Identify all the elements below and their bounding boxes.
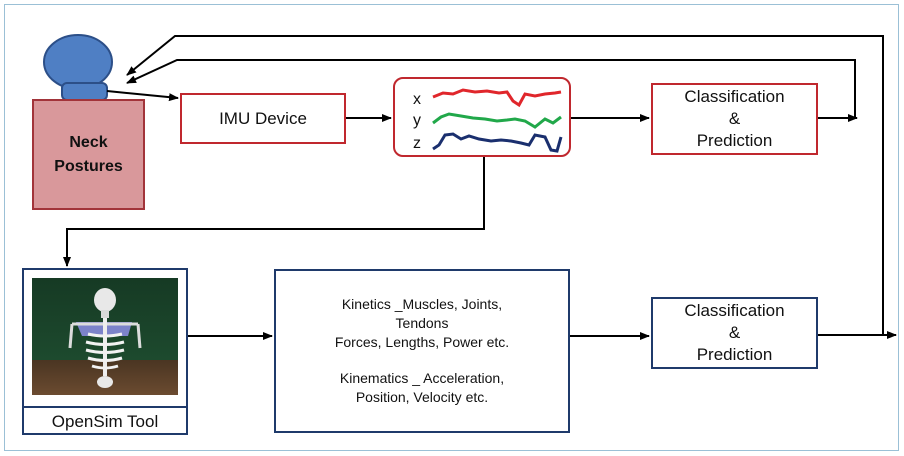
class-top-line3: Prediction [696, 131, 773, 150]
neck-shape [61, 82, 108, 101]
classification-prediction-bottom: Classification & Prediction [651, 297, 818, 369]
signal-z-label: z [413, 135, 421, 152]
skeleton-icon [68, 288, 142, 388]
signal-y-label: y [413, 112, 421, 129]
class-top-line2: & [728, 109, 741, 128]
arrow-neck-to-imu [106, 90, 179, 102]
arrow-feedback-inner [126, 59, 856, 118]
head-figure [43, 34, 113, 101]
class-bottom-line1: Classification [684, 301, 785, 320]
signal-x-trace [432, 88, 562, 108]
arrow-signals-to-opensim [63, 157, 485, 267]
class-bottom-line2: & [728, 323, 741, 342]
head-shape [43, 34, 113, 90]
signal-plot-box: x y z [393, 77, 571, 157]
opensim-panel: OpenSim Tool [22, 268, 188, 435]
diagram-frame [4, 4, 899, 451]
neck-label-line2: Postures [54, 157, 123, 175]
kinetics-line2: Tendons [395, 315, 449, 331]
kinetics-line1: Kinetics _Muscles, Joints, [341, 296, 503, 312]
neck-postures-box: Neck Postures [32, 99, 145, 210]
kinetics-line3: Forces, Lengths, Power etc. [334, 334, 510, 350]
signal-traces [432, 88, 563, 153]
imu-label: IMU Device [219, 108, 307, 128]
classification-prediction-top: Classification & Prediction [651, 83, 818, 155]
opensim-skeleton-image [32, 278, 178, 395]
neck-label-line1: Neck [69, 133, 108, 151]
kinematics-line2: Position, Velocity etc. [355, 389, 489, 405]
kinematics-line1: Kinematics _ Acceleration, [339, 370, 505, 386]
arrow-feedback-outer [126, 35, 884, 335]
imu-device-box: IMU Device [180, 93, 346, 144]
opensim-caption: OpenSim Tool [24, 406, 186, 435]
class-top-line1: Classification [684, 87, 785, 106]
kinetics-kinematics-box: Kinetics _Muscles, Joints, Tendons Force… [274, 269, 570, 433]
signal-z-trace [432, 132, 563, 153]
signal-y-trace [432, 112, 562, 129]
signal-x-label: x [413, 91, 421, 108]
class-bottom-line3: Prediction [696, 345, 773, 364]
